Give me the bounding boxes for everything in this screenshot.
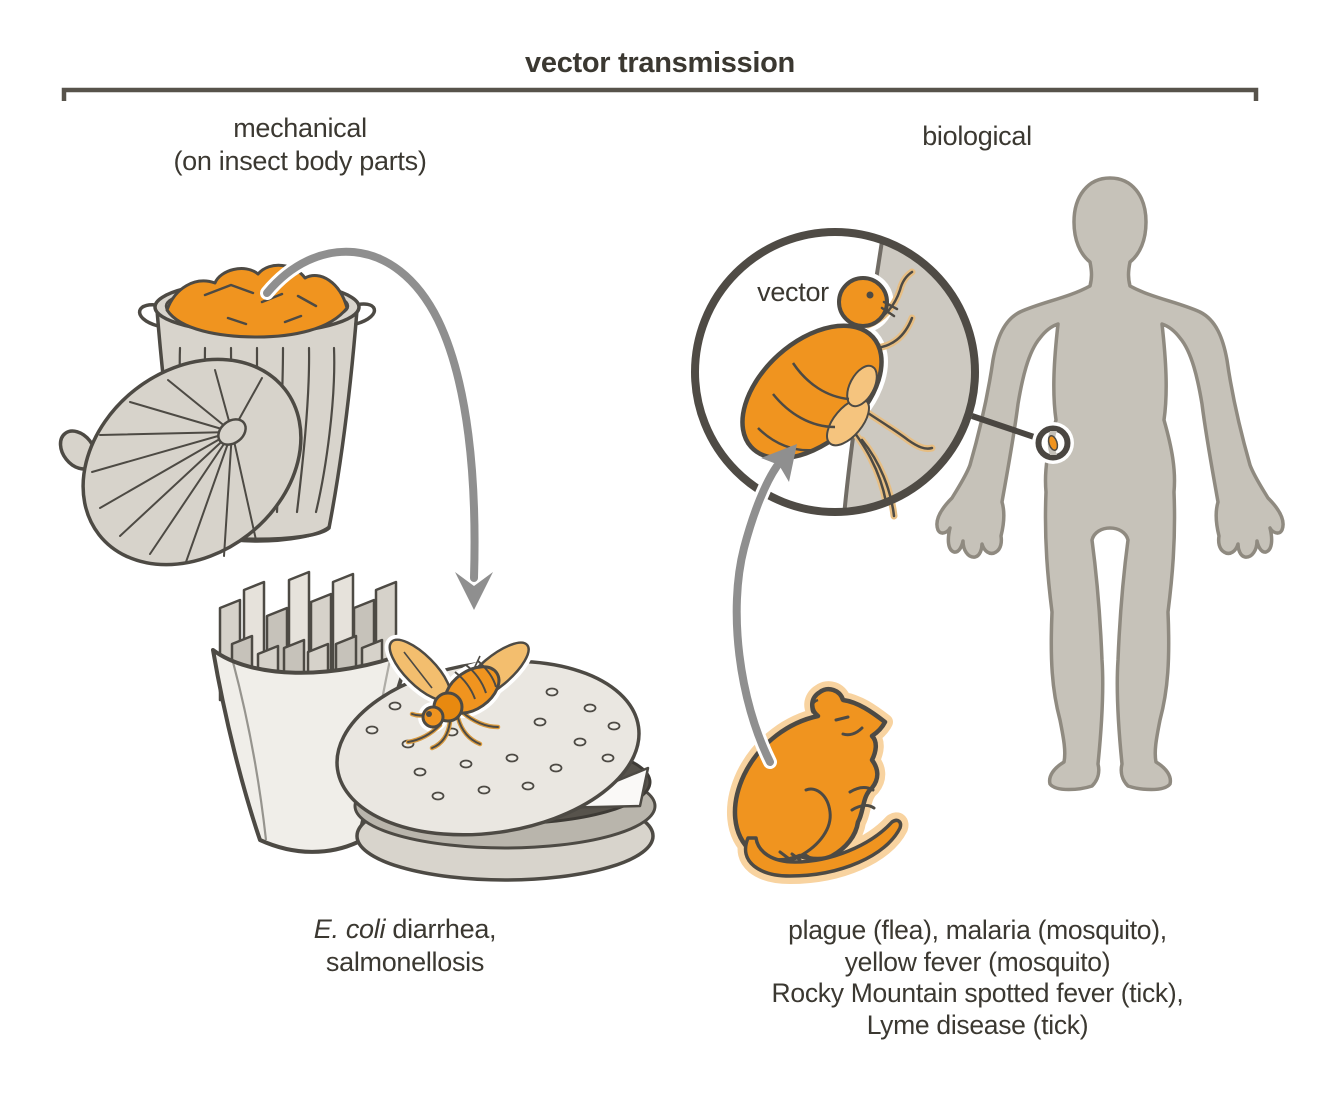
mechanical-diseases-caption: E. coli diarrhea, salmonellosis (200, 913, 610, 979)
trash-can-icon (58, 263, 377, 567)
flea-icon (735, 268, 936, 520)
fly-icon (384, 634, 534, 751)
biological-diseases-line2: yellow fever (mosquito) (844, 946, 1111, 977)
sesame-seeds (365, 675, 621, 801)
ecoli-rest: diarrhea, (385, 914, 497, 944)
hamburger-icon (335, 634, 657, 882)
mechanical-heading-line2: (on insect body parts) (173, 146, 427, 176)
biological-diseases-line3: Rocky Mountain spotted fever (tick), (771, 978, 1184, 1008)
mechanical-diseases-line1: E. coli diarrhea, (200, 913, 610, 946)
magnifier-circle (691, 228, 979, 520)
mechanical-diseases-line2: salmonellosis (325, 947, 485, 977)
biological-diseases-line1: plague (flea), malaria (mosquito), (788, 915, 1167, 945)
section-bracket (61, 87, 1259, 101)
garbage-icon (165, 263, 349, 339)
mechanical-heading: mechanical (on insect body parts) (95, 112, 505, 178)
diagram-title: vector transmission (525, 47, 795, 79)
mechanical-heading-line1: mechanical (233, 113, 367, 143)
biological-diseases-caption: plague (flea), malaria (mosquito), yello… (705, 915, 1250, 1041)
human-silhouette-icon (935, 176, 1285, 792)
vector-label: vector (757, 277, 829, 307)
rat-icon (727, 681, 909, 884)
biological-transfer-arrow-icon (729, 444, 797, 769)
biological-diseases-line4: Lyme disease (tick) (866, 1009, 1089, 1040)
bite-site-marker (971, 413, 1074, 464)
trash-lid-icon (58, 357, 303, 567)
ecoli-italic: E. coli (313, 914, 386, 944)
mechanical-transfer-arrow-icon (260, 244, 493, 610)
biological-heading: biological (922, 121, 1032, 151)
